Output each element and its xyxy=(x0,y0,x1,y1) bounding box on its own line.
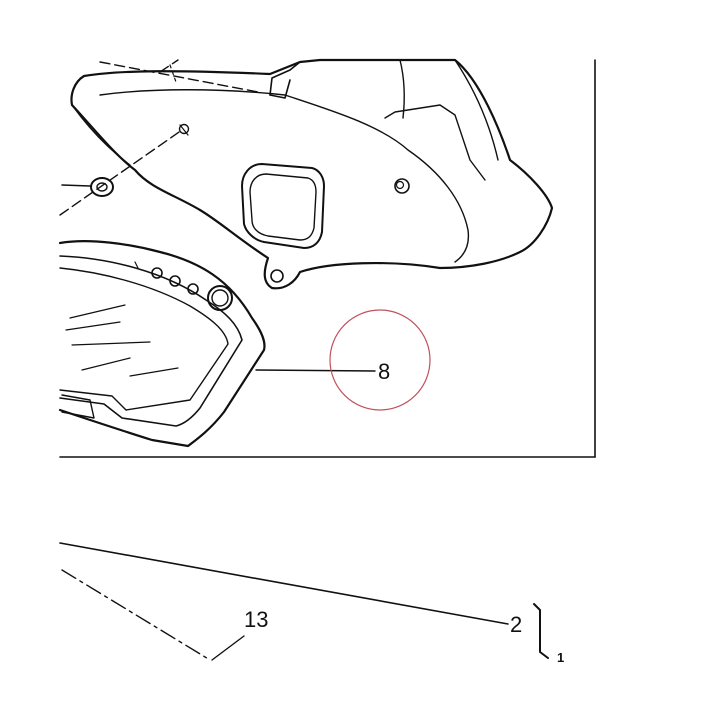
callout-8: 8 xyxy=(378,359,390,384)
callout-1: 1 xyxy=(557,650,564,665)
instrument-cluster xyxy=(58,240,266,448)
callout-2: 2 xyxy=(510,612,522,637)
grommet-screw xyxy=(61,177,114,197)
callout-13: 13 xyxy=(244,607,268,632)
instrument-cover-housing xyxy=(70,58,554,290)
highlight-circle xyxy=(329,309,431,411)
assembly-axis-lines xyxy=(59,59,259,216)
leader-lines xyxy=(59,369,549,661)
inset-frame xyxy=(59,59,596,458)
